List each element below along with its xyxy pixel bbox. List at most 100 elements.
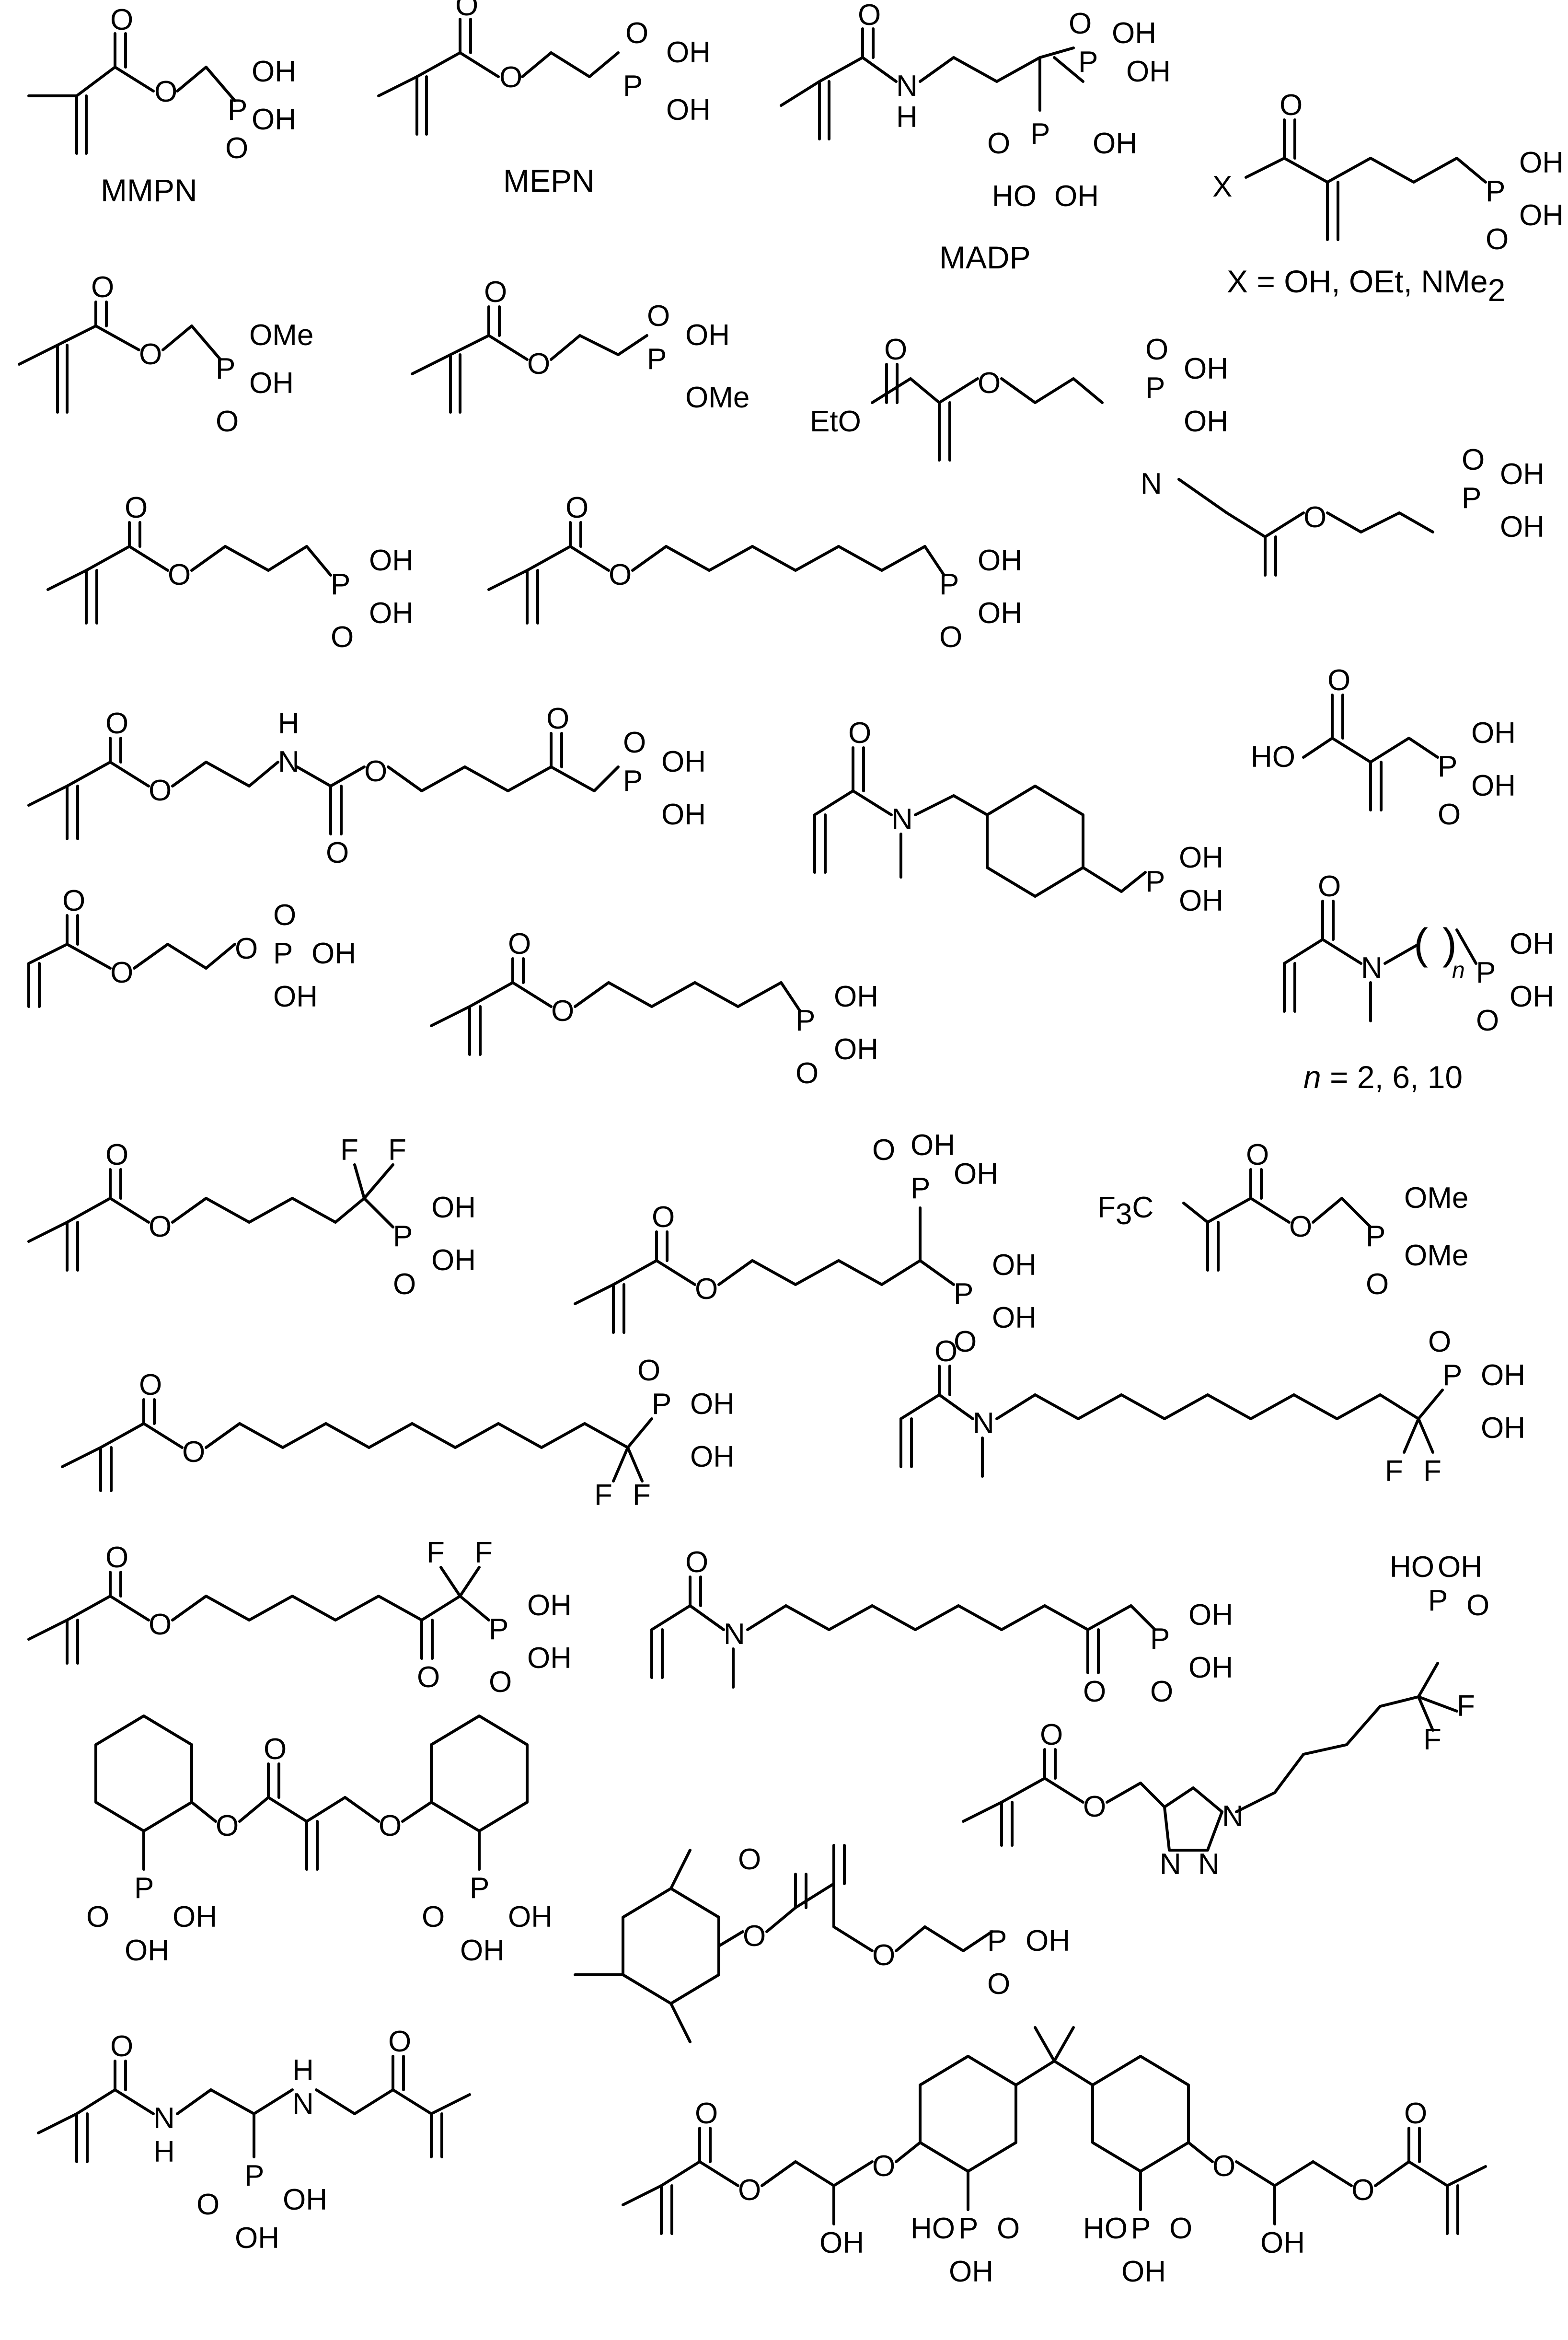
- atom-label: OH: [1093, 127, 1137, 160]
- atom-label: O: [1169, 2212, 1192, 2245]
- structure-mepn-monomethyl: O O O P OH OMe: [411, 276, 749, 414]
- atom-label: O: [1246, 1138, 1269, 1171]
- atom-label: OMe: [1404, 1239, 1468, 1272]
- atom-label: O: [1428, 1325, 1451, 1358]
- atom-label: HO: [1083, 2212, 1128, 2245]
- atom-label: O: [168, 558, 191, 591]
- atom-label: O: [422, 1900, 445, 1934]
- atom-label: O: [1486, 223, 1509, 256]
- atom-label: OH: [1471, 769, 1516, 802]
- atom-label: O: [1145, 333, 1168, 366]
- structure-difluoro-ketophosphonate: O O O F F P OH OH O: [27, 1536, 572, 1699]
- atom-label: O: [858, 0, 881, 32]
- atom-label: O: [1040, 1718, 1063, 1751]
- atom-label: OH: [173, 1900, 217, 1934]
- atom-label: O: [623, 726, 646, 759]
- atom-label: OH: [911, 1129, 955, 1162]
- atom-label: OH: [527, 1589, 572, 1622]
- atom-label: O: [1303, 501, 1326, 534]
- atom-label: P: [228, 93, 247, 127]
- atom-label: O: [637, 1354, 660, 1387]
- atom-label: OH: [949, 2255, 993, 2288]
- compound-name-mmpn: MMPN: [101, 173, 197, 208]
- atom-label: OH: [685, 319, 730, 352]
- atom-label: OH: [431, 1244, 476, 1277]
- atom-label: O: [527, 348, 550, 381]
- atom-label: O: [1466, 1589, 1489, 1622]
- atom-label: O: [105, 1138, 128, 1171]
- atom-label: N: [891, 803, 913, 836]
- atom-label: F3C: [1097, 1191, 1153, 1231]
- structure-acrylamide-ketophosphonate: O N O P OH OH O: [650, 1546, 1233, 1708]
- atom-label: OH: [311, 937, 356, 970]
- structure-hexyl-phosphonate: O O P OH OH O: [430, 927, 878, 1090]
- atom-label: O: [625, 17, 648, 50]
- atom-label: P: [911, 1172, 930, 1205]
- atom-label: OH: [992, 1249, 1037, 1282]
- atom-label: OH: [1184, 352, 1228, 385]
- atom-label: F: [427, 1536, 445, 1569]
- atom-label: O: [235, 932, 258, 965]
- atom-label: N: [973, 1407, 994, 1440]
- x-definition: X = OH, OEt, NMe2: [1227, 264, 1505, 308]
- structure-octyl-phosphonate: O O P OH OH O: [487, 491, 1022, 654]
- atom-label: O: [86, 1900, 109, 1934]
- atom-label: OH: [992, 1301, 1037, 1334]
- atom-label: OH: [1026, 1924, 1070, 1958]
- atom-label: P: [1150, 1622, 1170, 1656]
- atom-label: O: [1462, 443, 1485, 476]
- atom-label: O: [225, 132, 248, 165]
- atom-label: P: [1145, 371, 1165, 405]
- atom-label: OMe: [685, 381, 749, 414]
- atom-label: OH: [661, 798, 706, 831]
- atom-label: O: [273, 899, 296, 932]
- atom-label: O: [110, 2030, 133, 2063]
- atom-label: O: [489, 1666, 512, 1699]
- atom-label: HO: [911, 2212, 955, 2245]
- atom-label: H: [153, 2135, 175, 2168]
- atom-label: O: [149, 774, 172, 807]
- atom-label: OMe: [249, 319, 313, 352]
- atom-label: P: [273, 937, 293, 970]
- atom-label: O: [149, 1210, 172, 1243]
- atom-label: O: [609, 558, 632, 591]
- atom-label: O: [62, 884, 85, 917]
- atom-label: P: [1476, 956, 1496, 989]
- atom-label: H: [278, 707, 300, 740]
- atom-label: O: [388, 2025, 411, 2058]
- structure-trifluoromethyl-phosphonate: F3C O O P OMe OMe O: [1097, 1138, 1468, 1301]
- structure-mepn: O O O P OH OH MEPN: [377, 0, 711, 198]
- atom-label: OH: [1510, 980, 1554, 1013]
- atom-label: O: [393, 1268, 416, 1301]
- atom-label: O: [743, 1920, 766, 1953]
- atom-label: N: [1141, 467, 1162, 500]
- structure-difluoro-undecyl-phosphonate: O O O P OH OH F F: [61, 1354, 735, 1512]
- atom-label: OH: [1184, 405, 1228, 438]
- atom-label: OH: [666, 93, 711, 127]
- structure-acrylamide-difluoro-undecyl: O N O P OH OH F F: [899, 1325, 1525, 1488]
- atom-label: O: [1438, 798, 1461, 831]
- atom-label: O: [934, 1335, 957, 1368]
- atom-label: F: [594, 1479, 612, 1512]
- atom-label: N: [1222, 1800, 1244, 1833]
- structure-phosphate-acrylate: O O O O P OH OH: [27, 884, 356, 1013]
- atom-label: O: [417, 1661, 440, 1694]
- structure-bis-phenyl-phosphonic-acrylate: O O O P O OH OH P O OH OH: [86, 1714, 553, 1967]
- atom-label: N: [1198, 1848, 1220, 1881]
- atom-label: O: [939, 621, 962, 654]
- atom-label: O: [685, 1546, 708, 1579]
- atom-label: F: [1423, 1455, 1441, 1488]
- atom-label: O: [546, 702, 569, 735]
- atom-label: O: [1280, 89, 1303, 122]
- atom-label: P: [331, 568, 350, 601]
- structure-mesityl-acrylate-phosphonate: O O O P OH O: [574, 1843, 1070, 2043]
- atom-label: O: [978, 367, 1001, 400]
- atom-label: P: [1442, 1359, 1462, 1392]
- structure-difluoro-pentyl-phosphonate: O O F F P OH OH O: [27, 1134, 476, 1301]
- atom-label: OH: [1054, 180, 1099, 213]
- atom-label: OH: [1519, 199, 1564, 232]
- atom-label: OH: [834, 980, 878, 1013]
- atom-label: O: [1351, 2174, 1374, 2207]
- atom-label: OH: [1179, 841, 1223, 874]
- atom-label: P: [1438, 750, 1457, 783]
